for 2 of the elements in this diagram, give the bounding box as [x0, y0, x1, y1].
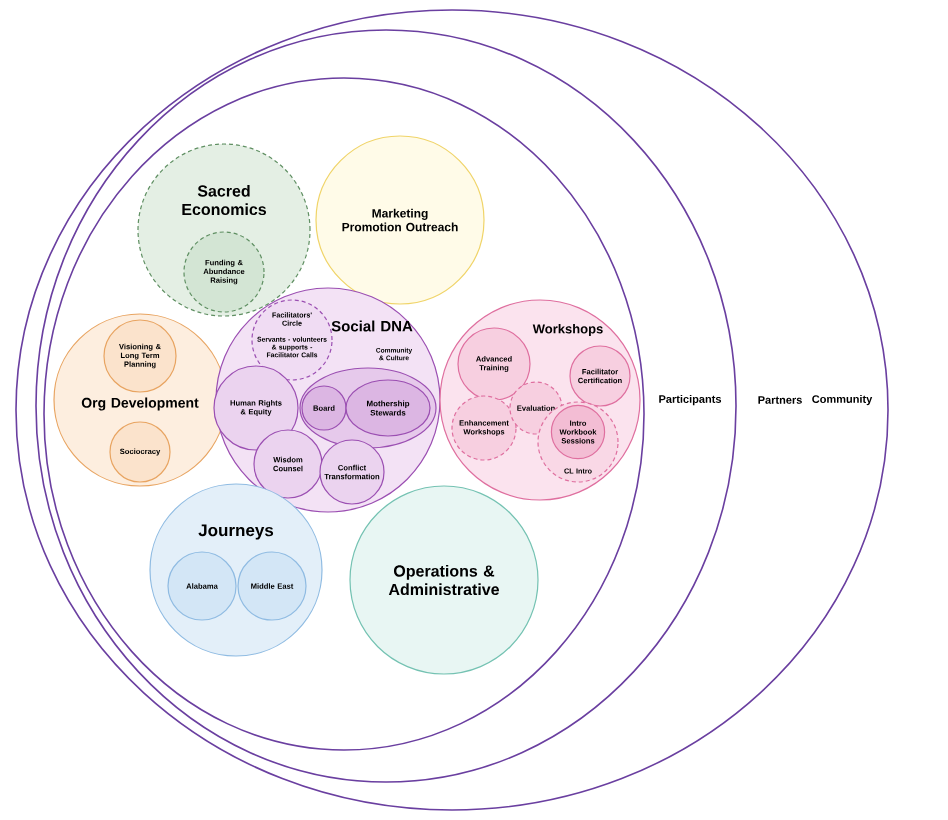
circle-heading: Sacred Economics	[182, 184, 267, 216]
circle-heading: Journeys	[198, 524, 274, 540]
